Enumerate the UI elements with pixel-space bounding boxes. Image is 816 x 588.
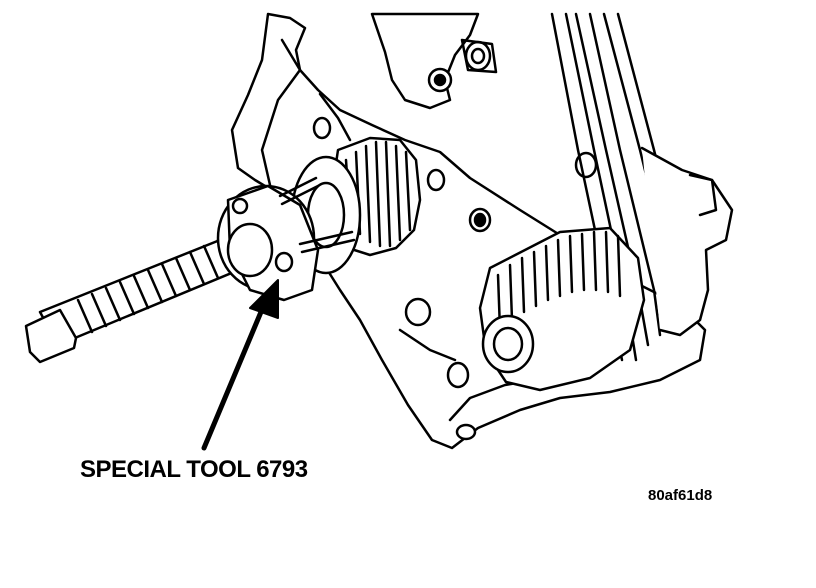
pump-housing [640, 146, 734, 337]
special-tool-puller [24, 176, 356, 364]
figure-id: 80af61d8 [648, 487, 713, 504]
callout-label: SPECIAL TOOL 6793 [80, 456, 308, 483]
upper-bracket [370, 12, 498, 110]
callout-arrow [201, 279, 279, 451]
block-bolts [312, 116, 598, 441]
crankshaft-sprocket [478, 226, 646, 392]
